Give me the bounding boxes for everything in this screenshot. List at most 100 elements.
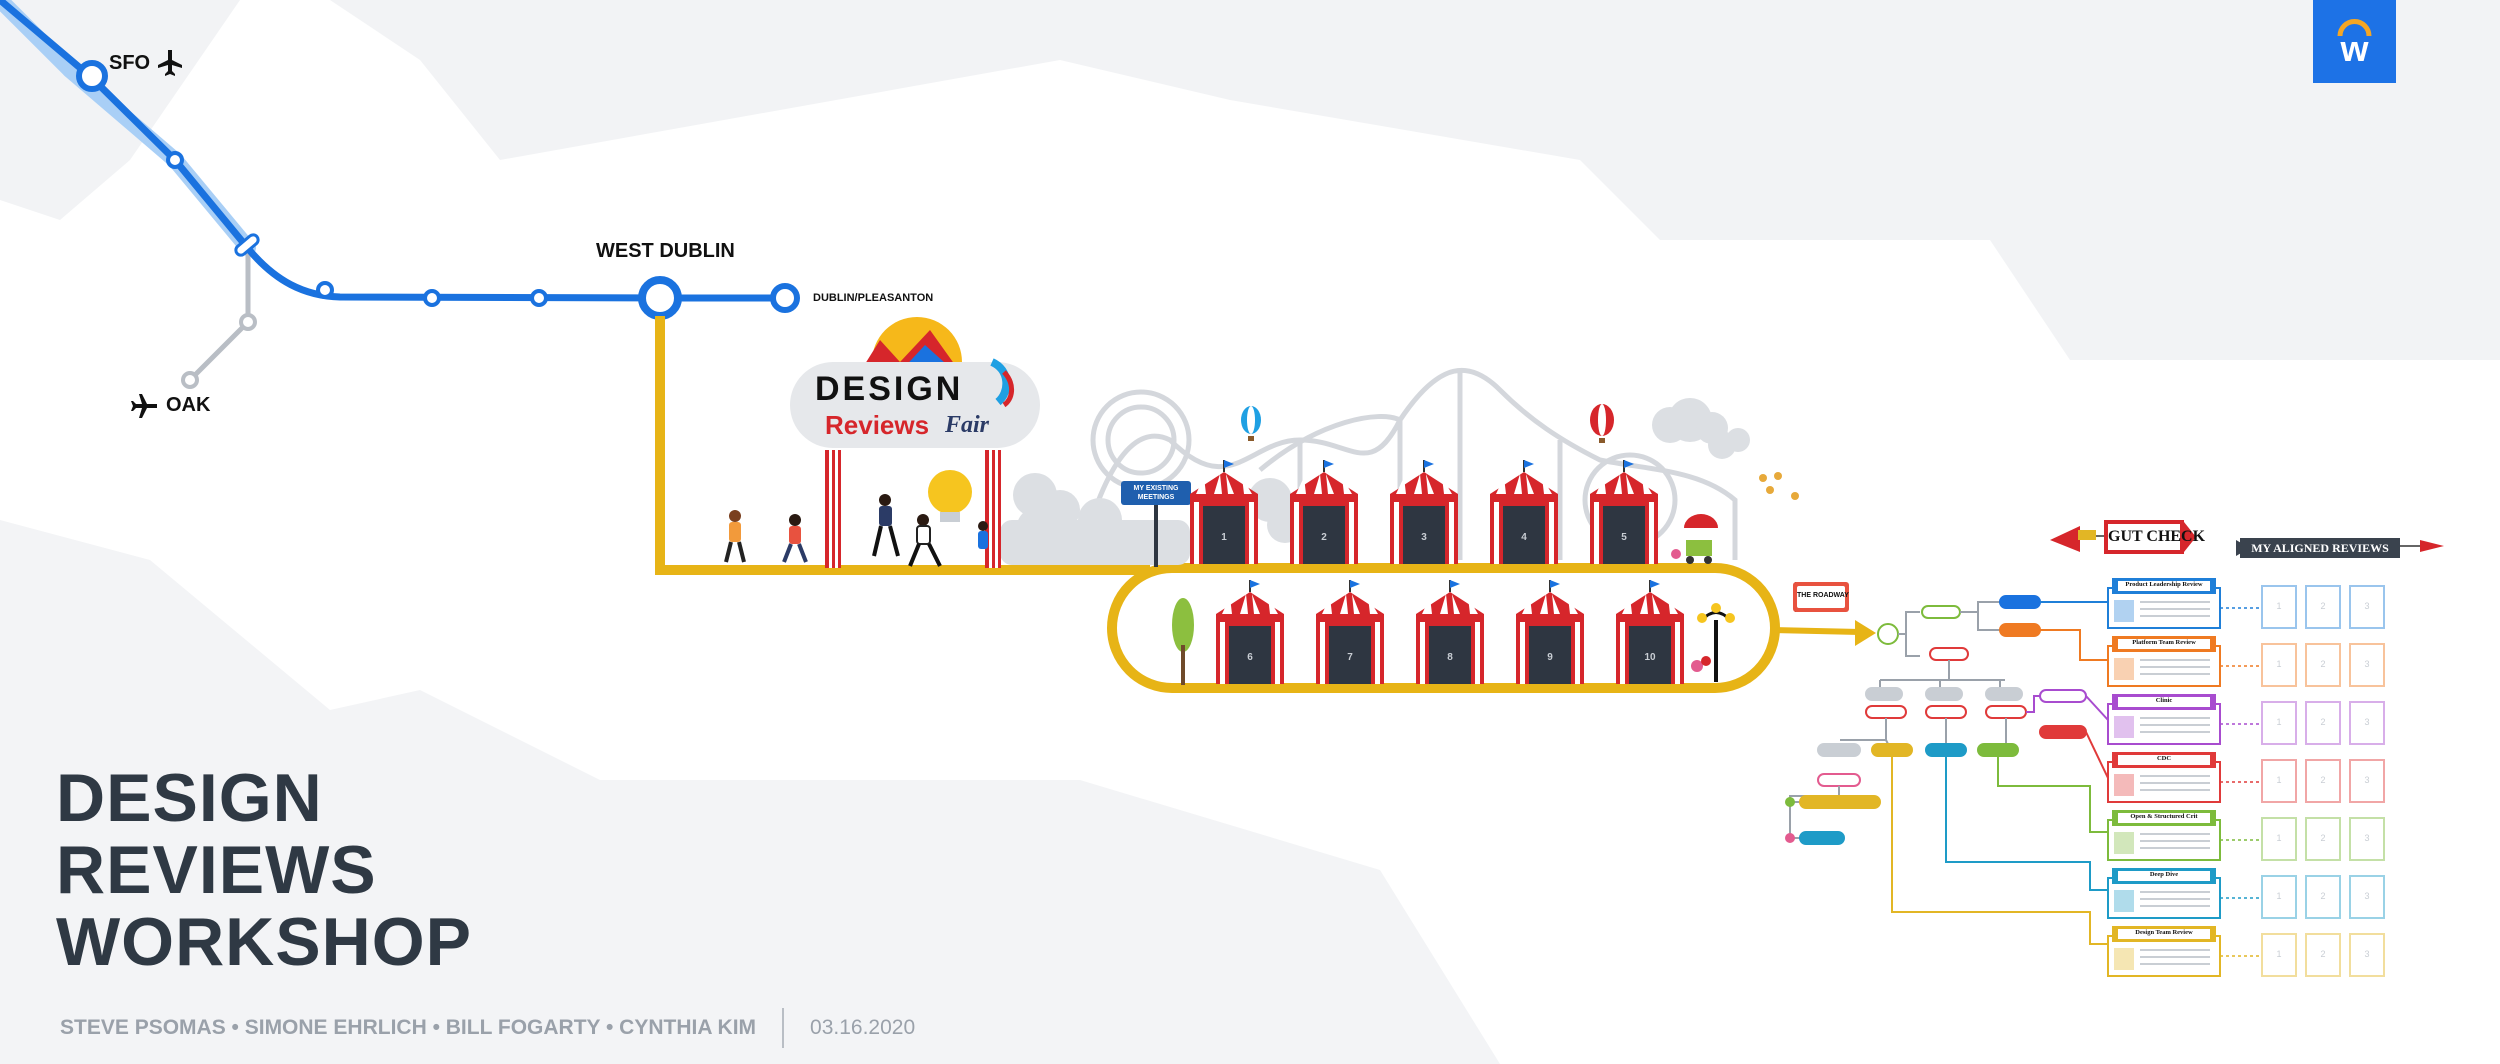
- gut-check-label: GUT CHECK: [2108, 528, 2206, 545]
- station-label-dublin-pleasanton: DUBLIN/PLEASANTON: [813, 292, 934, 304]
- review-cards: [2107, 578, 2385, 977]
- tent-number[interactable]: 9: [1547, 652, 1553, 663]
- aligned-review-slot[interactable]: [2261, 643, 2297, 687]
- aligned-review-slot[interactable]: [2261, 701, 2297, 745]
- aligned-review-slot[interactable]: [2349, 933, 2385, 977]
- slot-number: 2: [2320, 717, 2326, 727]
- review-card-title: CDC: [2156, 755, 2172, 762]
- slot-number: 2: [2320, 833, 2326, 843]
- review-card-title: Design Team Review: [2135, 929, 2193, 936]
- slot-number: 1: [2276, 775, 2282, 785]
- street-lamp-icon: [1697, 603, 1735, 682]
- roadway-sign: THE ROADWAY: [1797, 592, 1849, 599]
- tent-number[interactable]: 2: [1321, 532, 1327, 543]
- aligned-review-slot[interactable]: [2349, 759, 2385, 803]
- station-label-west-dublin: WEST DUBLIN: [596, 240, 735, 262]
- tent-number[interactable]: 5: [1621, 532, 1627, 543]
- tent-number[interactable]: 10: [1644, 652, 1656, 663]
- review-card[interactable]: [2107, 810, 2262, 861]
- slot-number: 2: [2320, 601, 2326, 611]
- fair-sign-reviews: Reviews: [825, 410, 930, 440]
- airplane-icon: [131, 394, 157, 418]
- hot-air-balloon-icon: [1241, 406, 1261, 441]
- slot-number: 2: [2320, 949, 2326, 959]
- review-card[interactable]: [2107, 868, 2262, 919]
- slot-number: 1: [2276, 601, 2282, 611]
- slot-number: 3: [2364, 775, 2370, 785]
- divider: [782, 1008, 785, 1048]
- slot-number: 3: [2364, 717, 2370, 727]
- tent-number[interactable]: 6: [1247, 652, 1253, 663]
- slot-number: 1: [2276, 949, 2282, 959]
- hot-air-balloon-icon: [1590, 404, 1614, 443]
- review-card[interactable]: [2107, 578, 2262, 629]
- review-card[interactable]: [2107, 636, 2262, 687]
- slot-number: 2: [2320, 775, 2326, 785]
- tent-number[interactable]: 7: [1347, 652, 1353, 663]
- date-label: 03.16.2020: [810, 1016, 916, 1039]
- tent-number[interactable]: 4: [1521, 532, 1527, 543]
- aligned-review-slot[interactable]: [2261, 585, 2297, 629]
- page-title: DESIGN REVIEWS WORKSHOP: [56, 762, 472, 978]
- review-card[interactable]: [2107, 694, 2262, 745]
- tent-number[interactable]: 1: [1221, 532, 1227, 543]
- airplane-icon: [158, 50, 182, 76]
- slot-number: 2: [2320, 659, 2326, 669]
- aligned-review-slot[interactable]: [2305, 759, 2341, 803]
- aligned-review-slot[interactable]: [2305, 701, 2341, 745]
- logo-letter: w: [2340, 28, 2369, 69]
- slot-number: 1: [2276, 891, 2282, 901]
- review-card-title: Product Leadership Review: [2125, 581, 2203, 588]
- gut-check-banner: [2050, 520, 2196, 554]
- aligned-review-slot[interactable]: [2261, 875, 2297, 919]
- aligned-review-slot[interactable]: [2305, 875, 2341, 919]
- review-card-title: Deep Dive: [2149, 871, 2179, 878]
- credits-row: STEVE PSOMAS • SIMONE EHRLICH • BILL FOG…: [60, 1008, 915, 1048]
- aligned-review-slot[interactable]: [2261, 933, 2297, 977]
- aligned-review-slot[interactable]: [2305, 933, 2341, 977]
- slot-number: 3: [2364, 659, 2370, 669]
- aligned-review-slot[interactable]: [2349, 817, 2385, 861]
- logo-arc-icon: [2337, 19, 2372, 37]
- slot-number: 2: [2320, 891, 2326, 901]
- slot-number: 1: [2276, 659, 2282, 669]
- tent-number[interactable]: 8: [1447, 652, 1453, 663]
- slot-number: 3: [2364, 891, 2370, 901]
- slot-number: 3: [2364, 601, 2370, 611]
- aligned-review-slot[interactable]: [2349, 701, 2385, 745]
- tree-icon: [1172, 598, 1194, 685]
- aligned-review-slot[interactable]: [2261, 759, 2297, 803]
- title-line: DESIGN: [56, 760, 323, 836]
- slot-number: 1: [2276, 833, 2282, 843]
- authors-list: STEVE PSOMAS • SIMONE EHRLICH • BILL FOG…: [60, 1016, 757, 1039]
- slot-number: 3: [2364, 949, 2370, 959]
- tent-number[interactable]: 3: [1421, 532, 1427, 543]
- fair-sign-design: DESIGN: [815, 370, 964, 408]
- aligned-review-slot[interactable]: [2305, 585, 2341, 629]
- review-card-title: Clinic: [2155, 697, 2173, 704]
- station-label-oak: OAK: [166, 394, 211, 416]
- food-cart-icon: [1671, 514, 1718, 564]
- decision-flowchart: [1785, 595, 2109, 945]
- people-illustration: [724, 470, 988, 567]
- review-card[interactable]: [2107, 752, 2262, 803]
- slot-number: 1: [2276, 717, 2282, 727]
- title-line: WORKSHOP: [56, 904, 472, 980]
- slot-number: 3: [2364, 833, 2370, 843]
- title-line: REVIEWS: [56, 832, 377, 908]
- aligned-review-slot[interactable]: [2305, 817, 2341, 861]
- fair-sign-fair: Fair: [945, 412, 990, 438]
- aligned-review-slot[interactable]: [2349, 643, 2385, 687]
- aligned-review-slot[interactable]: [2349, 875, 2385, 919]
- aligned-review-slot[interactable]: [2261, 817, 2297, 861]
- aligned-reviews-banner: [2236, 538, 2444, 558]
- workday-logo: w: [2313, 0, 2396, 83]
- review-card[interactable]: [2107, 926, 2262, 977]
- aligned-review-slot[interactable]: [2349, 585, 2385, 629]
- aligned-review-slot[interactable]: [2305, 643, 2341, 687]
- station-label-sfo: SFO: [109, 52, 151, 74]
- review-card-title: Open & Structured Crit: [2130, 813, 2198, 820]
- review-card-title: Platform Team Review: [2132, 639, 2196, 646]
